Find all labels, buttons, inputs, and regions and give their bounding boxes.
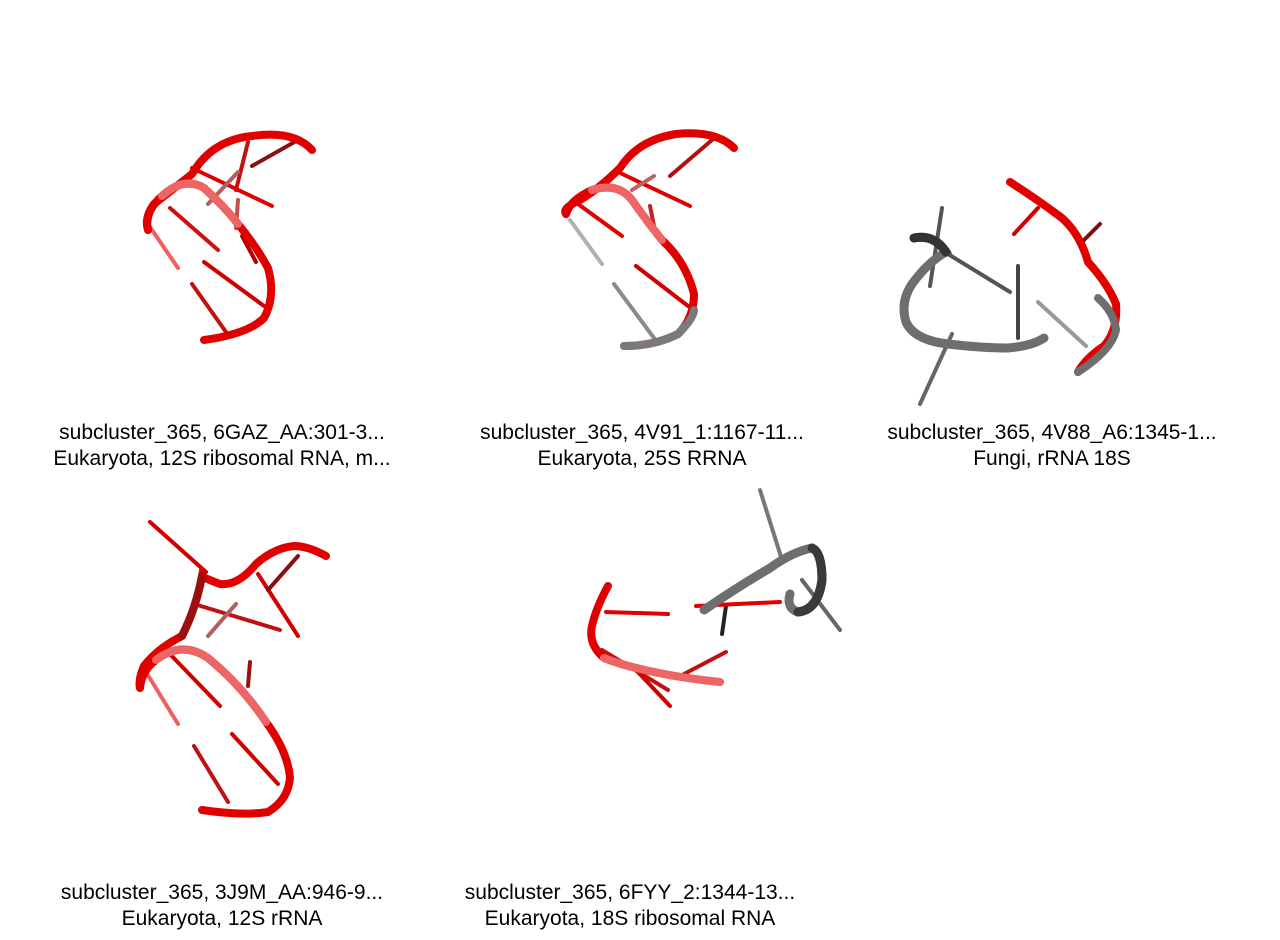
structure-caption-5: subcluster_365, 6FYY_2:1344-13... Eukary… xyxy=(420,880,840,932)
caption-line-2: Eukaryota, 12S ribosomal RNA, m... xyxy=(53,447,391,470)
rna-structure-render-1 xyxy=(142,130,316,344)
caption-line-1: subcluster_365, 4V88_A6:1345-1... xyxy=(887,421,1217,444)
structure-caption-1: subcluster_365, 6GAZ_AA:301-3... Eukaryo… xyxy=(12,420,432,472)
structure-caption-2: subcluster_365, 4V91_1:1167-11... Eukary… xyxy=(432,420,852,472)
structure-caption-3: subcluster_365, 4V88_A6:1345-1... Fungi,… xyxy=(842,420,1262,472)
caption-line-1: subcluster_365, 3J9M_AA:946-9... xyxy=(60,881,384,904)
rna-structure-render-5 xyxy=(587,488,842,708)
caption-line-1: subcluster_365, 4V91_1:1167-11... xyxy=(480,421,804,444)
rna-structure-render-3 xyxy=(899,178,1121,406)
rna-structure-render-4 xyxy=(135,520,330,818)
structure-caption-4: subcluster_365, 3J9M_AA:946-9... Eukaryo… xyxy=(12,880,432,932)
caption-line-2: Fungi, rRNA 18S xyxy=(973,447,1131,470)
structure-panel-2: subcluster_365, 4V91_1:1167-11... Eukary… xyxy=(432,0,852,470)
caption-line-2: Eukaryota, 18S ribosomal RNA xyxy=(484,907,776,930)
structure-panel-5: subcluster_365, 6FYY_2:1344-13... Eukary… xyxy=(420,460,842,930)
caption-line-2: Eukaryota, 25S RRNA xyxy=(537,447,747,470)
structure-panel-1: subcluster_365, 6GAZ_AA:301-3... Eukaryo… xyxy=(12,0,432,470)
caption-line-1: subcluster_365, 6GAZ_AA:301-3... xyxy=(59,421,385,444)
caption-line-1: subcluster_365, 6FYY_2:1344-13... xyxy=(464,881,796,904)
rna-structure-render-2 xyxy=(561,129,738,350)
caption-line-2: Eukaryota, 12S rRNA xyxy=(121,907,323,930)
structure-panel-4: subcluster_365, 3J9M_AA:946-9... Eukaryo… xyxy=(12,460,432,930)
structure-panel-3: subcluster_365, 4V88_A6:1345-1... Fungi,… xyxy=(842,0,1262,470)
